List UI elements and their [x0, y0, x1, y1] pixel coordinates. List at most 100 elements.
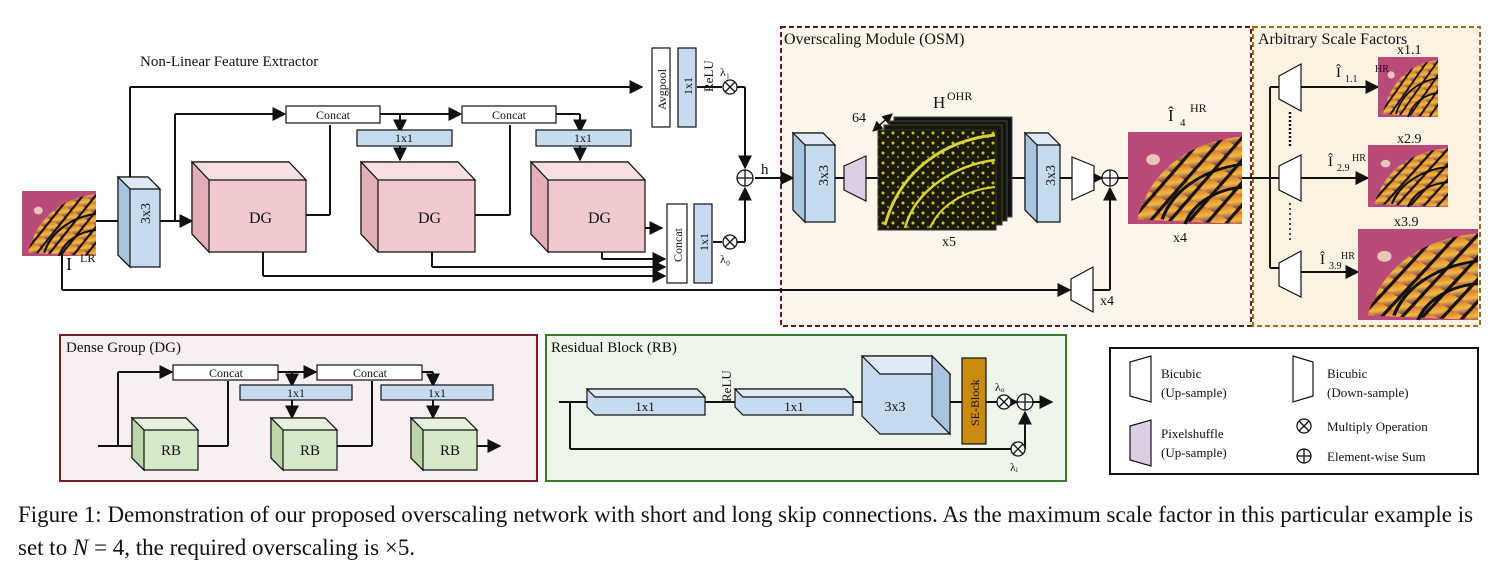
rb-conv1x1-block-2: 1x1 [733, 388, 855, 416]
osm-conv3x3-label-1: 3x3 [817, 165, 832, 186]
skip-x4-label: x4 [1100, 294, 1114, 309]
avgpool-label: Avgpool [655, 68, 669, 110]
asf-out-2-sup: HR [1352, 153, 1366, 164]
i4-sup: HR [1190, 101, 1207, 115]
multiply-icon-lambda0 [722, 234, 738, 250]
i4-hr-image [1126, 130, 1244, 226]
legend-pixelshuffle-icon [1129, 419, 1152, 467]
dg-conv1x1-label-1: 1x1 [287, 386, 305, 400]
lambda0-label: λ₀ [720, 252, 730, 266]
concat-box-2 [461, 105, 557, 124]
dg-label-1: DG [249, 210, 273, 227]
figure-caption: Figure 1: Demonstration of our proposed … [18, 498, 1498, 564]
rb-conv1x1-label-2: 1x1 [784, 399, 804, 414]
rb-block-2: RB [269, 416, 339, 472]
asf-out-1-sub: 1.1 [1345, 74, 1358, 85]
asf-out-3-main: Î [1320, 251, 1325, 268]
rb-block-3: RB [409, 416, 479, 472]
rb-relu-label: ReLU [719, 370, 734, 402]
se-block [961, 357, 987, 445]
concat-vertical-box [666, 203, 688, 284]
legend-bicubic-down-icon [1292, 355, 1314, 403]
h-ohr-label: H [933, 93, 945, 112]
asf-out-2-sub: 2.9 [1337, 163, 1350, 174]
dg-conv1x1-bar-2 [380, 384, 494, 401]
caption-text-2: = 4, the required overscaling is ×5. [88, 535, 416, 560]
osm-title: Overscaling Module (OSM) [784, 31, 964, 48]
conv1x1-bottom-label: 1x1 [697, 233, 711, 251]
osm-connectors [835, 171, 1270, 291]
asf-bicubic-2 [1278, 154, 1302, 202]
bicubic-up-icon-skip [1070, 265, 1094, 314]
dg-block-2: DG [359, 160, 477, 254]
concat-vertical-label: Concat [671, 227, 685, 262]
asf-out-2-main: Î [1328, 153, 1333, 170]
rb-label-1: RB [161, 443, 181, 459]
dg-concat-label-1: Concat [209, 366, 244, 380]
concat-label-1: Concat [316, 108, 351, 122]
legend-label-1a: Bicubic [1161, 366, 1202, 381]
pixelshuffle-icon [843, 155, 867, 202]
asf-scale-3: x3.9 [1394, 215, 1419, 230]
avgpool-box [651, 47, 671, 128]
rb-label-3: RB [440, 443, 460, 459]
conv1x1-bar-2 [535, 129, 632, 147]
legend-label-1b: (Up-sample) [1161, 385, 1227, 400]
rb-multiply-icon-i [1010, 441, 1026, 457]
legend-sum-icon [1296, 448, 1312, 464]
dg-block-1: DG [190, 160, 308, 254]
dg-concat-box-2 [316, 364, 423, 381]
dg-label-3: DG [588, 210, 612, 227]
legend-label-5: Element-wise Sum [1327, 449, 1426, 464]
osm-conv3x3-block-1: 3x3 [791, 131, 837, 224]
rb-conv3x3-block: 3x3 [860, 354, 952, 436]
asf-scale-2: x2.9 [1397, 132, 1422, 147]
relu-top-label: ReLU [701, 60, 716, 92]
rb-block-1: RB [130, 416, 200, 472]
asf-bicubic-1 [1278, 62, 1302, 113]
nlfe-connectors [61, 80, 1072, 297]
input-lr-image [20, 189, 98, 258]
legend-label-4: Multiply Operation [1327, 419, 1428, 434]
legend-label-3b: (Up-sample) [1161, 445, 1227, 460]
asf-image-2 [1366, 143, 1450, 209]
dg-block-3: DG [529, 160, 647, 254]
conv1x1-top-label: 1x1 [681, 77, 695, 95]
dg-label-2: DG [418, 210, 442, 227]
conv1x1-top-vertical [677, 47, 697, 128]
sum-icon-h [736, 169, 754, 187]
bicubic-down-icon-osm [1071, 156, 1095, 201]
multiply-icon-lambda1 [722, 79, 738, 95]
ilr-sup: LR [80, 251, 95, 265]
lambda-o-label: λₒ [995, 380, 1005, 394]
rb-sum-icon [1016, 393, 1034, 411]
dg-conv1x1-bar-1 [239, 384, 353, 401]
lambda1-label: λ₁ [720, 65, 730, 79]
rb-conv1x1-block-1: 1x1 [585, 388, 707, 416]
nlfe-title: Non-Linear Feature Extractor [140, 54, 318, 70]
rb-panel-connectors [559, 395, 1054, 450]
asf-image-3 [1356, 227, 1480, 322]
dg-concat-box-1 [172, 364, 279, 381]
rb-label-2: RB [300, 443, 320, 459]
asf-out-3-sup: HR [1341, 251, 1355, 262]
legend-label-2a: Bicubic [1327, 366, 1368, 381]
caption-var: N [72, 535, 89, 560]
conv1x1-label-2: 1x1 [574, 131, 592, 145]
rb-conv3x3-label: 3x3 [885, 400, 906, 415]
legend-multiply-icon [1296, 418, 1312, 434]
x5-label: x5 [942, 235, 956, 250]
legend-label-3a: Pixelshuffle [1161, 426, 1224, 441]
depth-arrow [872, 113, 893, 132]
rb-conv1x1-label-1: 1x1 [635, 399, 655, 414]
asf-scale-1: x1.1 [1397, 43, 1422, 58]
conv1x1-bottom-vertical [693, 203, 713, 284]
caption-text-1: Figure 1: Demonstration of our proposed … [18, 502, 1474, 560]
h-label: h [761, 162, 769, 178]
asf-bicubic-3 [1278, 249, 1302, 298]
asf-out-1-main: Î [1336, 64, 1341, 81]
dg-panel-connectors [98, 365, 502, 453]
channels-label: 64 [852, 111, 866, 126]
network-diagram: Overscaling Module (OSM) Arbitrary Scale… [20, 26, 1481, 482]
osm-conv3x3-label-2: 3x3 [1044, 165, 1059, 186]
